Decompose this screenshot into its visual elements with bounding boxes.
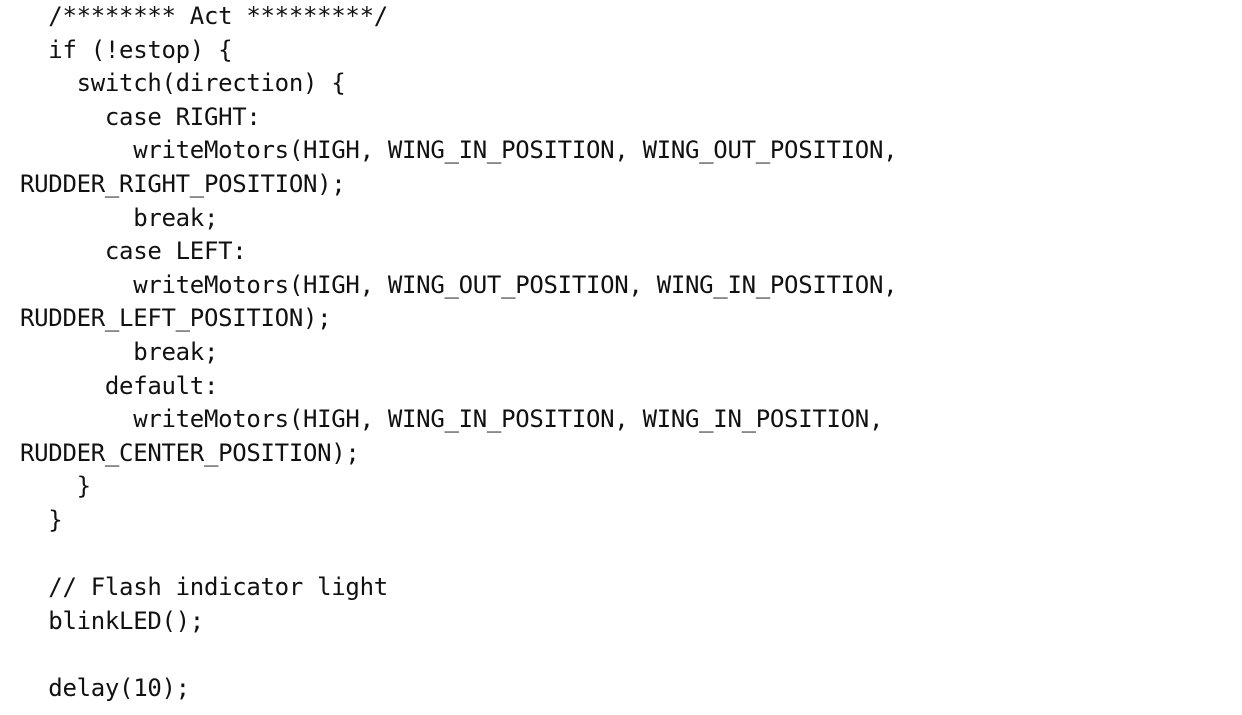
code-line: switch(direction) { <box>20 69 346 98</box>
code-line <box>20 538 1230 572</box>
code-line: RUDDER_RIGHT_POSITION); <box>20 169 346 198</box>
code-line: case RIGHT: <box>20 102 261 131</box>
code-line: break; <box>20 337 219 366</box>
code-line: break; <box>20 203 219 232</box>
code-line: default: <box>20 371 219 400</box>
code-line: writeMotors(HIGH, WING_IN_POSITION, WING… <box>20 136 898 165</box>
code-line: RUDDER_LEFT_POSITION); <box>20 304 332 333</box>
code-line: if (!estop) { <box>20 35 233 64</box>
code-line: RUDDER_CENTER_POSITION); <box>20 438 360 467</box>
code-line: /******** Act *********/ <box>20 2 388 30</box>
code-line: blinkLED(); <box>20 606 204 635</box>
code-line: writeMotors(HIGH, WING_IN_POSITION, WING… <box>20 405 884 434</box>
code-line: delay(10); <box>20 673 190 702</box>
code-line <box>20 638 1230 672</box>
code-line: // Flash indicator light <box>20 573 388 602</box>
code-line: } <box>20 505 63 534</box>
code-line: case LEFT: <box>20 237 247 266</box>
code-view: /******** Act *********/ if (!estop) { s… <box>20 0 1230 705</box>
code-line: writeMotors(HIGH, WING_OUT_POSITION, WIN… <box>20 270 898 299</box>
code-line: } <box>20 472 91 501</box>
